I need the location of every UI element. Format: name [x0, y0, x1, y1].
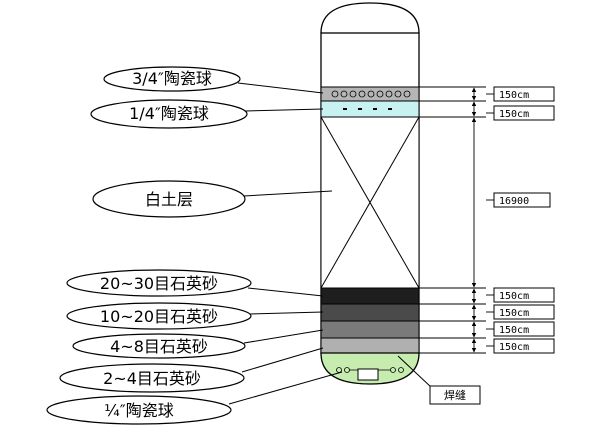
- dimension-box-7: 150cm: [493, 338, 555, 354]
- callout-sand-2-4: 2~4目石英砂: [59, 347, 324, 393]
- vessel-top-dome: [320, 2, 420, 34]
- layer-sand-10-20: [320, 303, 420, 322]
- vessel: [320, 2, 420, 385]
- callout-sand-4-8: 4~8目石英砂: [72, 329, 324, 359]
- dimension-box-2: 150cm: [493, 105, 555, 121]
- bottom-ceramic-balls: [336, 367, 404, 381]
- callout-weld-seam: 焊缝: [397, 355, 481, 405]
- dimension-lines: [419, 86, 494, 354]
- callout-ceramic-3-4: 3/4″陶瓷球: [103, 66, 324, 94]
- callout-sand-20-30: 20~30目石英砂: [66, 269, 324, 297]
- label-ceramic-bottom: ¼″陶瓷球: [104, 401, 174, 420]
- dimension-label: 150cm: [499, 90, 529, 101]
- layer-sand-2-4: [320, 337, 420, 354]
- callout-sand-10-20: 10~20目石英砂: [66, 302, 324, 330]
- label-ceramic-1-4: 1/4″陶瓷球: [129, 104, 209, 123]
- dimension-label: 150cm: [499, 109, 529, 120]
- label-sand-20-30: 20~30目石英砂: [100, 274, 218, 293]
- dimension-label: 150cm: [499, 291, 529, 302]
- dimension-box-4: 150cm: [493, 287, 555, 303]
- callout-white-clay: 白土层: [92, 180, 333, 218]
- dimension-label: 150cm: [499, 308, 529, 319]
- layer-sand-4-8: [320, 320, 420, 339]
- dimension-label: 150cm: [499, 325, 529, 336]
- small-balls-row: [343, 108, 392, 110]
- ceramic-balls-row: [331, 90, 411, 98]
- dimension-box-3: 16900: [493, 192, 551, 208]
- dimension-label: 150cm: [499, 342, 529, 353]
- layer-sand-20-30: [320, 287, 420, 305]
- label-sand-10-20: 10~20目石英砂: [100, 307, 218, 326]
- label-white-clay: 白土层: [145, 190, 193, 209]
- callout-ceramic-1-4: 1/4″陶瓷球: [90, 99, 324, 129]
- outlet-box: [357, 368, 379, 381]
- callout-ceramic-bottom: ¼″陶瓷球: [46, 371, 343, 425]
- layer-ceramic-1-4: [320, 100, 420, 118]
- dimension-label: 16900: [499, 196, 529, 207]
- clay-cross-2: [320, 116, 420, 289]
- label-sand-2-4: 2~4目石英砂: [103, 369, 201, 388]
- label-ceramic-3-4: 3/4″陶瓷球: [132, 69, 212, 88]
- dimension-box-1: 150cm: [493, 86, 555, 102]
- label-weld-seam: 焊缝: [444, 388, 466, 402]
- label-sand-4-8: 4~8目石英砂: [110, 337, 208, 356]
- dimension-box-6: 150cm: [493, 321, 555, 337]
- dimension-box-5: 150cm: [493, 304, 555, 320]
